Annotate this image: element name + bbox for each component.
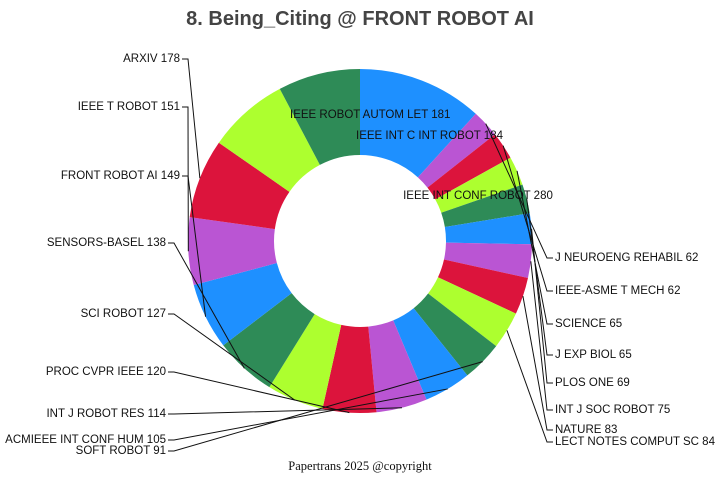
label-plos-one: PLOS ONE 69 <box>555 377 630 389</box>
label-ieee-t-robot: IEEE T ROBOT 151 <box>78 101 180 113</box>
slice-acmieee-int-conf-hum <box>393 308 468 400</box>
leader-lines-group <box>168 58 553 452</box>
leader-line-proc-cvpr-ieee <box>168 371 350 414</box>
label-lect-notes-comput-sc: LECT NOTES COMPUT SC 84 <box>555 436 716 448</box>
slice-ieee-t-robot <box>188 217 277 286</box>
leader-line-nature <box>522 296 553 431</box>
slice-int-j-soc-robot <box>443 242 532 279</box>
label-int-j-soc-robot: INT J SOC ROBOT 75 <box>555 404 670 416</box>
slice-lect-notes-comput-sc <box>428 277 516 347</box>
slice-ieee-int-conf-robot <box>360 69 476 178</box>
leader-line-arxiv <box>182 58 201 179</box>
slice-nature <box>437 259 528 314</box>
slice-plos-one <box>444 213 532 245</box>
slices-group <box>188 69 532 414</box>
label-ieee-int-c-int-robot: IEEE INT C INT ROBOT 184 <box>356 130 504 142</box>
slice-sci-robot <box>269 314 342 409</box>
chart-title: 8. Being_Citing @ FRONT ROBOT AI <box>186 8 534 30</box>
label-int-j-robot-res: INT J ROBOT RES 114 <box>46 408 166 420</box>
leader-line-sci-robot <box>168 313 296 401</box>
slice-ieee-robot-autom-let <box>218 88 320 192</box>
label-nature: NATURE 83 <box>555 424 617 436</box>
leader-line-ieee-t-robot <box>182 106 189 252</box>
slice-j-exp-biol <box>441 184 530 228</box>
label-ieee-int-conf-robot: IEEE INT CONF ROBOT 280 <box>403 190 553 202</box>
label-sensors-basel: SENSORS-BASEL 138 <box>47 237 166 249</box>
slice-ieee-asme-t-mech <box>427 134 511 200</box>
slice-arxiv <box>189 142 290 230</box>
slice-science <box>435 157 523 213</box>
label-j-exp-biol: J EXP BIOL 65 <box>555 349 632 361</box>
label-proc-cvpr-ieee: PROC CVPR IEEE 120 <box>46 366 166 378</box>
leader-line-soft-robot <box>168 361 483 452</box>
slice-soft-robot <box>413 293 497 376</box>
label-soft-robot: SOFT ROBOT 91 <box>76 445 166 457</box>
labels-group: IEEE INT CONF ROBOT 280 J NEUROENG REHABI… <box>5 53 715 457</box>
label-arxiv: ARXIV 178 <box>123 53 180 65</box>
label-science: SCIENCE 65 <box>555 318 622 330</box>
slice-sensors-basel <box>223 293 315 388</box>
leader-line-ieee-asme-t-mech <box>502 145 553 292</box>
label-acmieee-int-conf-hum: ACMIEEE INT CONF HUM 105 <box>5 434 166 446</box>
leader-line-lect-notes-comput-sc <box>506 330 553 443</box>
leader-line-acmieee-int-conf-hum <box>168 388 448 441</box>
label-ieee-asme-t-mech: IEEE-ASME T MECH 62 <box>555 285 680 297</box>
label-sci-robot: SCI ROBOT 127 <box>81 308 166 320</box>
label-ieee-robot-autom-let: IEEE ROBOT AUTOM LET 181 <box>290 109 450 121</box>
leader-line-int-j-robot-res <box>168 407 402 415</box>
slice-front-robot-ai <box>193 263 292 346</box>
leader-line-int-j-soc-robot <box>530 261 553 411</box>
leader-line-science <box>516 170 553 325</box>
leader-line-plos-one <box>531 228 553 384</box>
slice-int-j-robot-res <box>368 320 427 413</box>
slice-proc-cvpr-ieee <box>322 324 377 414</box>
leader-line-j-neuroeng-rehabil <box>485 123 553 259</box>
label-j-neuroeng-rehabil: J NEUROENG REHABIL 62 <box>555 252 698 264</box>
footer-copyright: Papertrans 2025 @copyright <box>288 459 432 473</box>
slice-j-neuroeng-rehabil <box>417 113 495 188</box>
leader-line-sensors-basel <box>168 242 245 369</box>
slice-ieee-int-c-int-robot <box>279 69 360 165</box>
label-front-robot-ai: FRONT ROBOT AI 149 <box>61 170 180 182</box>
